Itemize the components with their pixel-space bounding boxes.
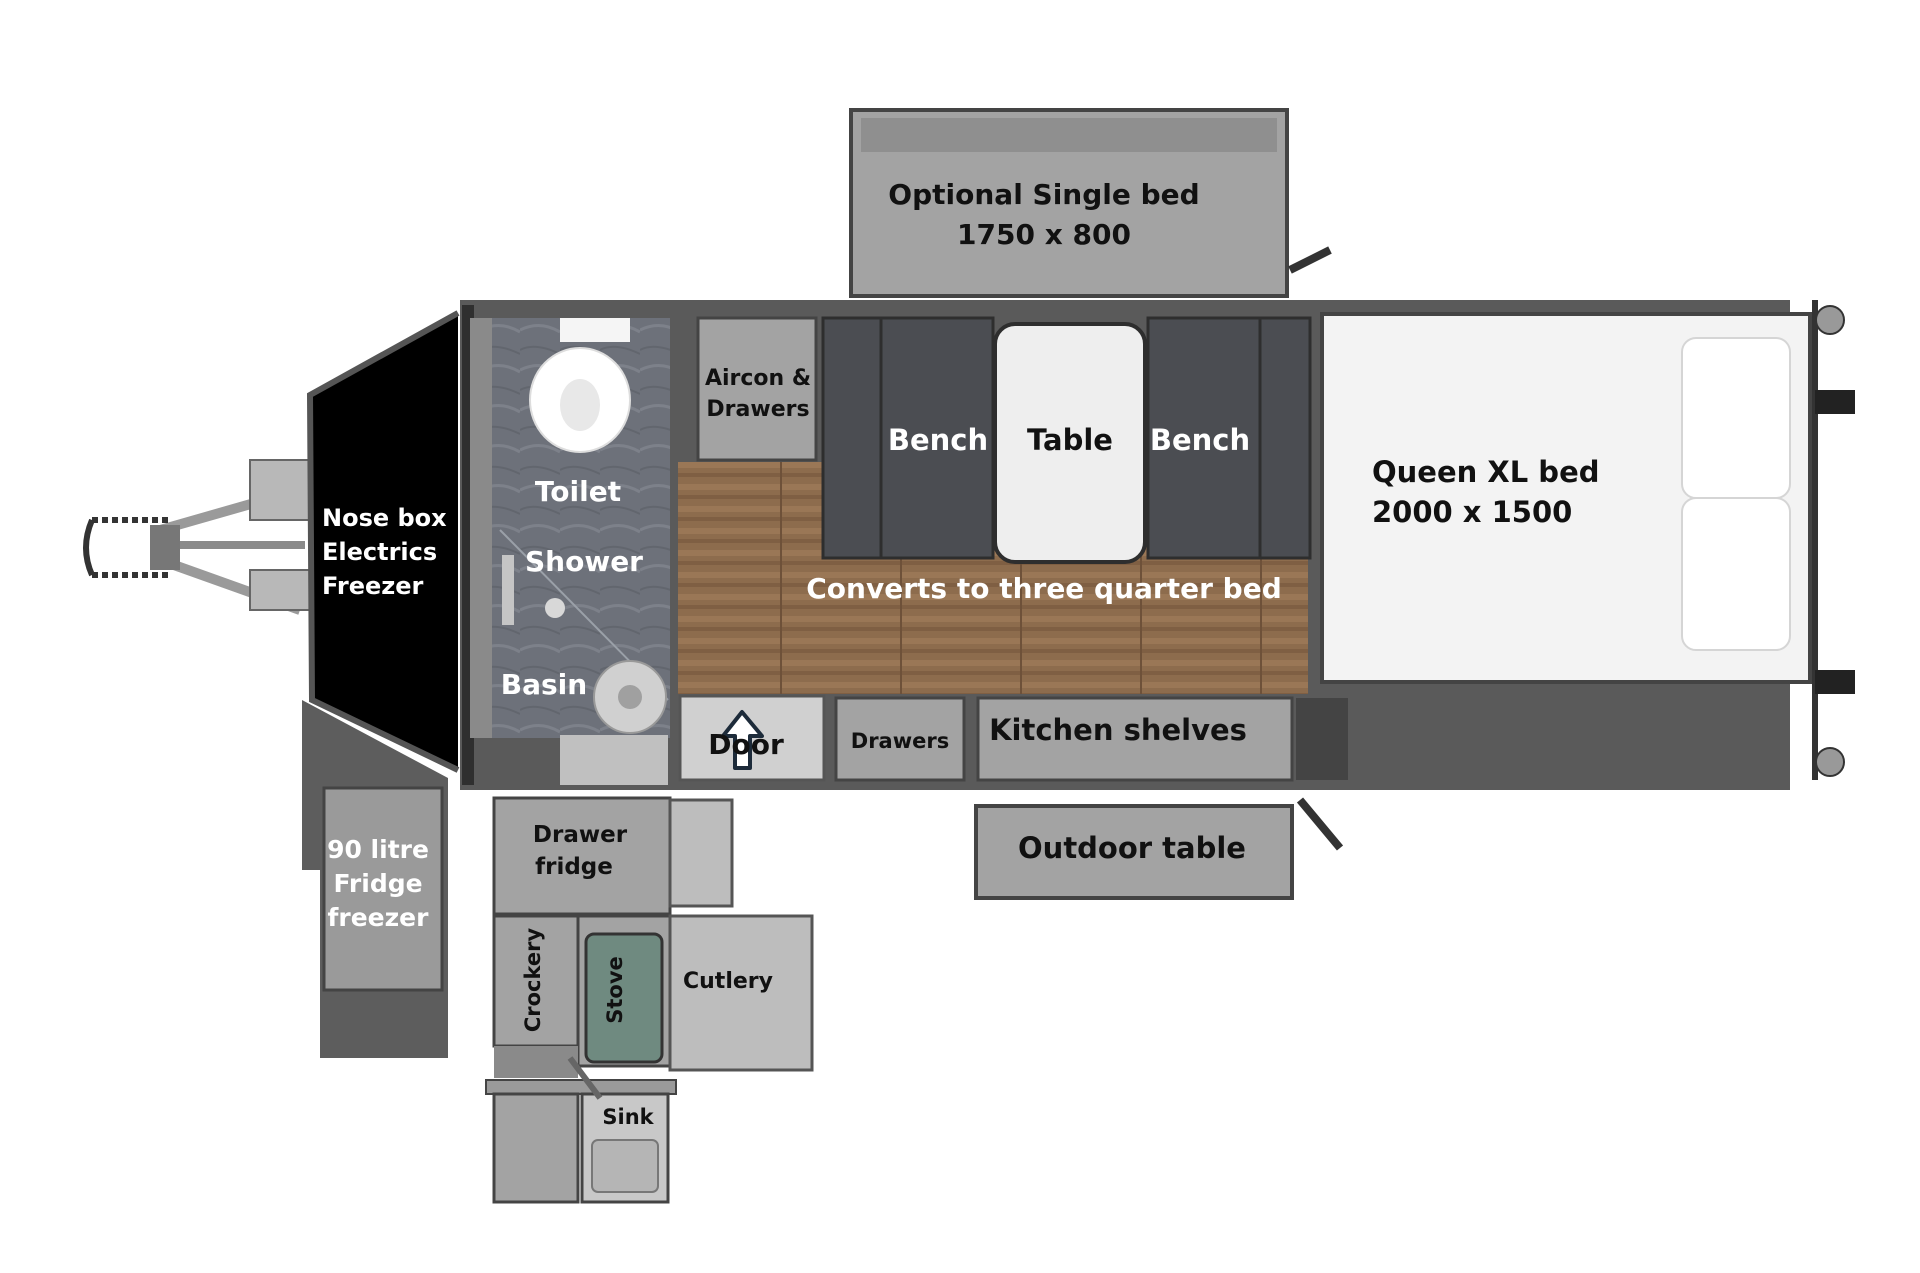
fridge-label-line1: 90 litre <box>327 835 429 864</box>
shower-label: Shower <box>525 545 643 578</box>
fridge-freezer <box>322 786 444 992</box>
single-bed-label: Optional Single bed <box>888 178 1199 211</box>
fridge-label-line3: freezer <box>328 903 430 932</box>
bench-right-label: Bench <box>1150 423 1250 457</box>
aircon-drawers <box>696 316 818 462</box>
drawers <box>834 696 966 782</box>
drawer-fridge <box>492 796 672 916</box>
crockery-label: Crockery <box>521 928 545 1033</box>
basin-label: Basin <box>501 668 587 701</box>
converts-label: Converts to three quarter bed <box>806 572 1281 605</box>
table-label: Table <box>1027 423 1113 457</box>
fridge-label-line2: Fridge <box>333 869 422 898</box>
stove <box>584 932 664 1064</box>
bench-left-back <box>821 316 883 560</box>
crockery-cupboard <box>492 914 580 1048</box>
sink-bench <box>492 1092 580 1204</box>
single-bed-size-label: 1750 x 800 <box>957 218 1131 251</box>
outdoor-table-label: Outdoor table <box>1018 831 1246 865</box>
drawbar <box>83 459 311 615</box>
outdoor-table <box>974 804 1294 900</box>
aircon-label-line2: Drawers <box>706 397 809 422</box>
cutlery-drawer <box>668 914 814 1072</box>
nose-box <box>310 313 458 770</box>
toilet-label: Toilet <box>535 475 621 508</box>
queen-bed-size-label: 2000 x 1500 <box>1372 495 1572 529</box>
drawer-fridge-label-line1: Drawer <box>533 822 628 848</box>
electrics-label: Electrics <box>322 538 437 566</box>
nose-box-label: Nose box <box>322 504 447 532</box>
kitchen-shelves <box>976 696 1294 782</box>
kitchen-shelves-label: Kitchen shelves <box>989 713 1247 747</box>
shower-head-icon <box>545 598 565 618</box>
bench-right-back <box>1258 316 1312 560</box>
door-label: Door <box>708 728 784 761</box>
drawer-fridge-label-line2: fridge <box>535 854 613 880</box>
aircon-label-line1: Aircon & <box>705 366 811 391</box>
sink-label: Sink <box>602 1105 654 1129</box>
queen-bed-label: Queen XL bed <box>1372 455 1600 489</box>
cutlery-label: Cutlery <box>683 969 773 994</box>
door-arrow-icon <box>721 710 764 770</box>
bench-left <box>879 316 995 560</box>
freezer-label: Freezer <box>322 572 423 600</box>
drawers-label: Drawers <box>851 729 949 753</box>
table-top <box>993 322 1147 564</box>
bench-left-label: Bench <box>888 423 988 457</box>
stove-label: Stove <box>603 956 627 1024</box>
